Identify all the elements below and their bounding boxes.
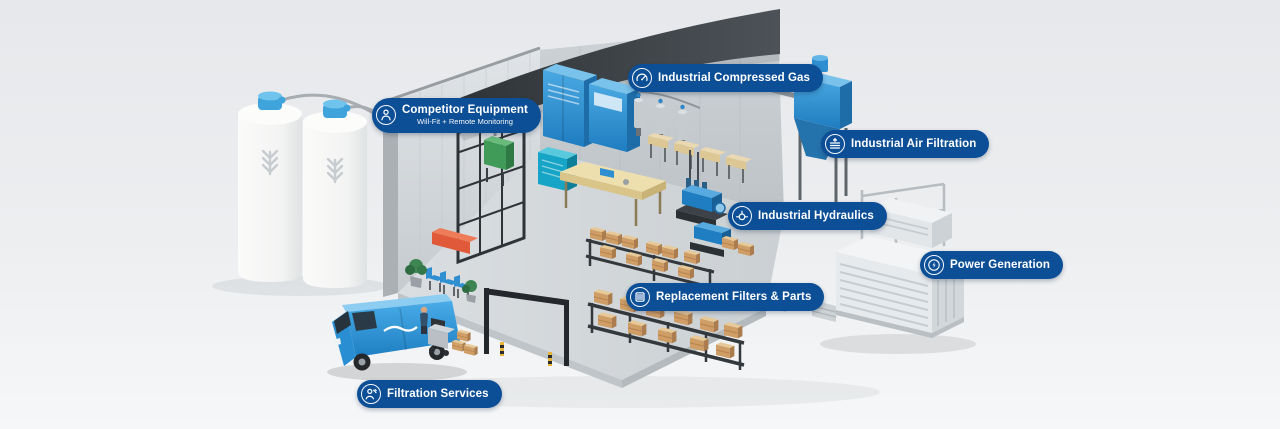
callout-industrial-hydraulics[interactable]: Industrial Hydraulics — [728, 202, 887, 230]
service-technician-icon — [361, 384, 381, 404]
van-logo — [383, 325, 418, 332]
potted-plant — [405, 259, 477, 303]
corner-cabinet — [538, 152, 567, 191]
callout-industrial-compressed-gas[interactable]: Industrial Compressed Gas — [628, 64, 824, 92]
filter-cartridge-icon — [630, 287, 650, 307]
technician-icon — [376, 105, 396, 126]
callout-label: Power Generation — [950, 259, 1051, 271]
callout-industrial-air-filtration[interactable]: Industrial Air Filtration — [821, 130, 990, 158]
entry-gate — [484, 288, 569, 366]
callout-competitor-equipment[interactable]: Competitor Equipment Will-Fit + Remote M… — [372, 98, 541, 133]
bollard — [500, 342, 552, 366]
power-bolt-icon — [924, 255, 944, 275]
air-filter-icon — [825, 134, 845, 154]
callout-label: Replacement Filters & Parts — [656, 291, 812, 303]
callout-label: Industrial Compressed Gas — [658, 72, 811, 84]
callout-label: Competitor Equipment — [402, 104, 528, 116]
waiting-area — [405, 228, 478, 303]
callout-label: Filtration Services — [387, 388, 489, 400]
chairs — [426, 267, 472, 300]
callout-power-generation[interactable]: Power Generation — [920, 251, 1064, 279]
hydraulic-pump-icon — [732, 206, 752, 226]
pickup-kiosk — [420, 306, 455, 356]
callout-sublabel: Will-Fit + Remote Monitoring — [416, 117, 513, 127]
filter-stands — [648, 133, 752, 183]
grain-silos — [212, 91, 400, 296]
gauge-icon — [632, 68, 652, 88]
callout-label: Industrial Hydraulics — [758, 210, 874, 222]
person — [420, 306, 428, 334]
workbench — [560, 162, 666, 226]
callout-replacement-filters-parts[interactable]: Replacement Filters & Parts — [626, 283, 825, 311]
callout-label: Industrial Air Filtration — [851, 138, 977, 150]
left-wall-exterior — [383, 99, 398, 297]
callout-filtration-services[interactable]: Filtration Services — [357, 380, 502, 408]
